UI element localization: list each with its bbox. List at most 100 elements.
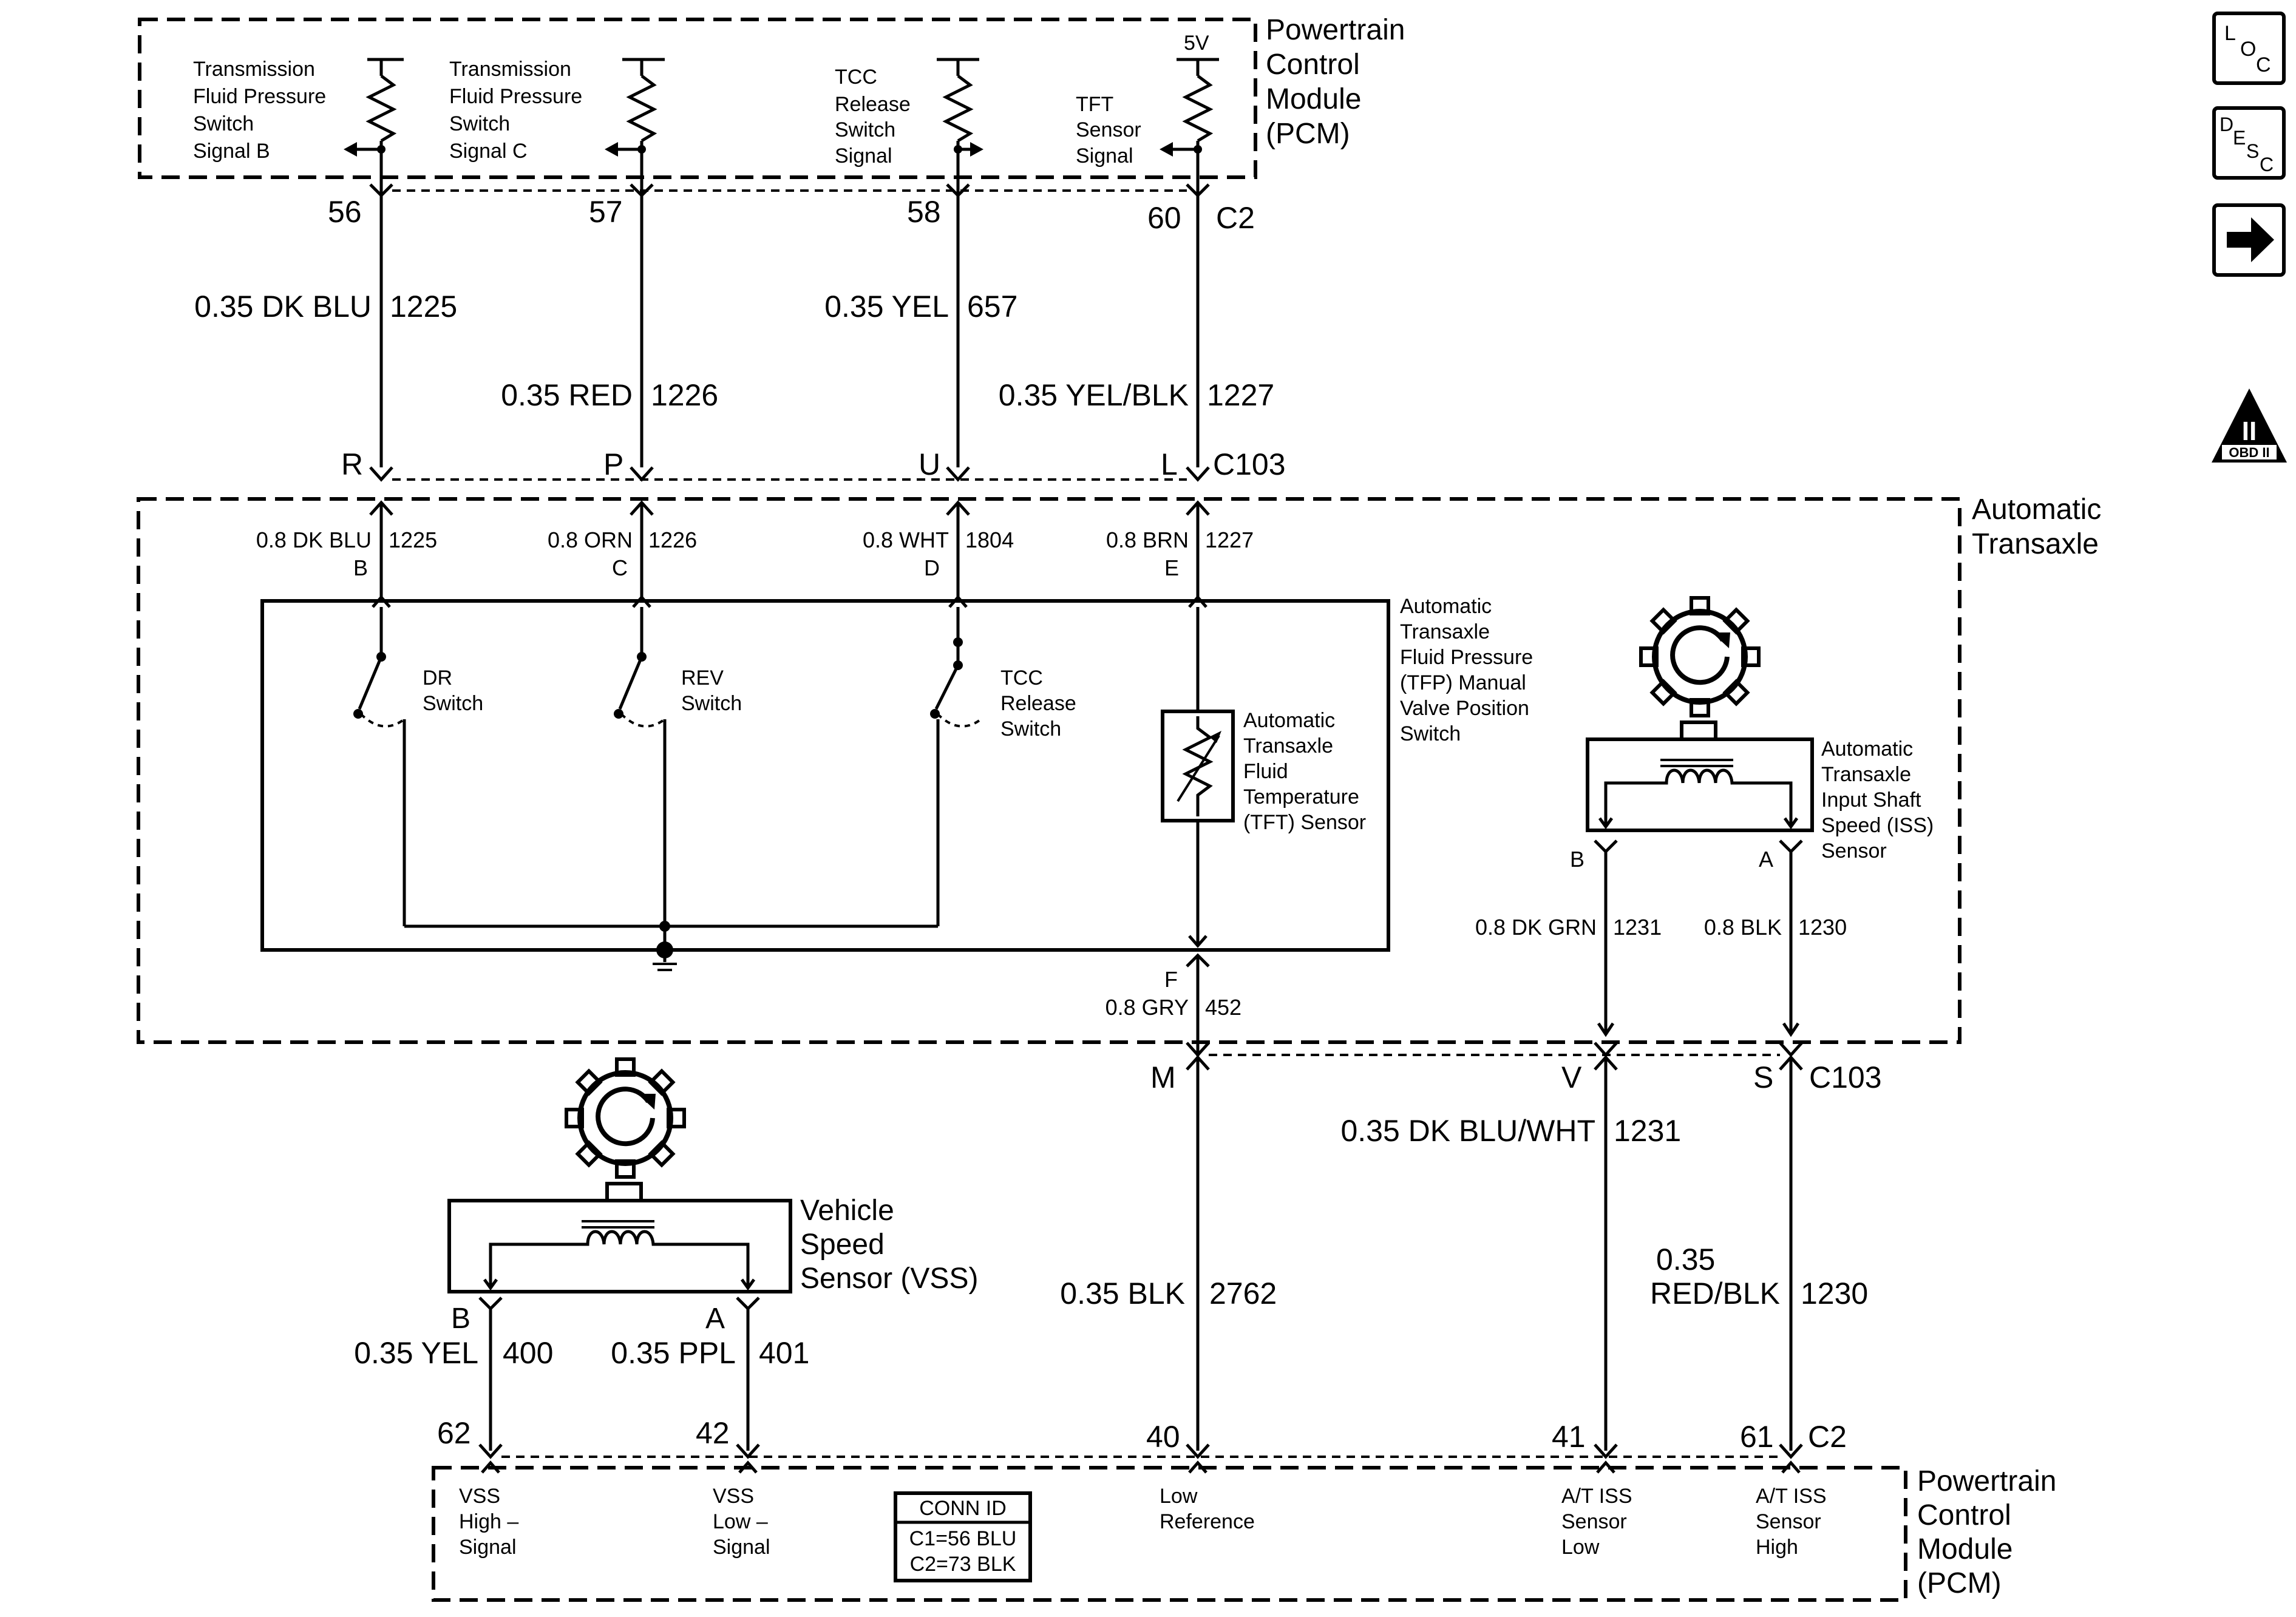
tfp-switch-assembly xyxy=(260,599,1390,952)
connector-id: C103 xyxy=(1213,447,1286,481)
signal-arrow-icon xyxy=(605,142,618,157)
iss-label-line: Speed (ISS) xyxy=(1821,814,1934,837)
vss-label-line: Speed xyxy=(800,1229,885,1261)
switch-label-line: TCC xyxy=(1000,666,1043,690)
loc-letter-l: L xyxy=(2224,22,2236,45)
iss-label-line: Sensor xyxy=(1821,839,1887,863)
signal-arrow-icon xyxy=(970,142,983,157)
harness-top: 0.35 DK BLU 1225 0.35 RED 1226 0.35 YEL … xyxy=(194,195,1274,467)
tfp-label-line: Valve Position xyxy=(1400,697,1529,720)
wire-circuit-label: 2762 xyxy=(1209,1276,1277,1310)
tft-label-line: Fluid xyxy=(1243,760,1288,783)
switch-label-line: Switch xyxy=(423,692,483,715)
input-label-line: Sensor xyxy=(1076,118,1141,141)
pin-label: U xyxy=(919,447,940,481)
pullup-resistor xyxy=(365,75,397,143)
input-label-line: TCC xyxy=(835,66,877,89)
pin-label: A xyxy=(705,1303,725,1335)
connector-id: C2 xyxy=(1216,201,1255,235)
next-button[interactable] xyxy=(2212,203,2286,277)
input-label-line: VSS xyxy=(713,1485,754,1508)
input-label-line: A/T ISS xyxy=(1756,1485,1827,1508)
connector-id: C103 xyxy=(1809,1060,1882,1094)
pin-label: 42 xyxy=(696,1416,730,1450)
input-label-line: Release xyxy=(835,93,911,116)
connector-c2-bottom: 62 42 40 41 61 C2 xyxy=(437,1416,1847,1459)
input-label-line: Reference xyxy=(1160,1510,1255,1533)
pcm-bottom-title-line1: Powertrain xyxy=(1917,1465,2056,1497)
pin-label: 58 xyxy=(907,195,941,229)
pin-label: 60 xyxy=(1147,201,1181,235)
pcm-top-title-line4: (PCM) xyxy=(1266,118,1350,150)
pin-label: C xyxy=(612,555,628,580)
wire-circuit-label: 1804 xyxy=(965,527,1014,552)
pcm-top-input-tcc: TCC Release Switch Signal xyxy=(835,58,983,182)
pin-label: P xyxy=(603,447,623,481)
switch-label-line: REV xyxy=(681,666,724,690)
input-label-line: TFT xyxy=(1076,93,1113,116)
transaxle-module: Automatic Transaxle 0.8 DK BLU 1225 B 0.… xyxy=(137,493,2101,1056)
input-label-line: A/T ISS xyxy=(1561,1485,1632,1508)
vss-label-line: Sensor (VSS) xyxy=(800,1263,978,1295)
tfp-label-line: Transaxle xyxy=(1400,620,1490,643)
desc-letter-s: S xyxy=(2246,140,2259,162)
wire-circuit-label: 1231 xyxy=(1613,915,1662,940)
wire-color-label: 0.35 BLK xyxy=(1060,1276,1185,1310)
vss-label-line: Vehicle xyxy=(800,1195,894,1227)
tft-label-line: Automatic xyxy=(1243,709,1335,732)
signal-arrow-icon xyxy=(344,142,357,157)
wire-color-label: 0.35 YEL xyxy=(824,290,949,324)
wire-circuit-label: 1226 xyxy=(651,378,718,412)
wire-color-label: 0.8 DK GRN xyxy=(1475,915,1597,940)
input-label-line: Fluid Pressure xyxy=(193,85,326,108)
input-label-line: Sensor xyxy=(1561,1510,1627,1533)
input-label-line: Switch xyxy=(835,118,895,141)
wire-circuit-label: 400 xyxy=(503,1336,553,1370)
transaxle-title-line1: Automatic xyxy=(1972,493,2101,526)
obd-caption: OBD II xyxy=(2229,445,2269,460)
pcm-top-module: Powertrain Control Module (PCM) Transmis… xyxy=(138,14,1405,182)
pcm-top-title-line1: Powertrain xyxy=(1266,14,1405,46)
wire-circuit-label: 1227 xyxy=(1205,527,1254,552)
pin-label: 57 xyxy=(589,195,623,229)
iss-sensor-body xyxy=(1586,737,1814,832)
arrow-right-icon xyxy=(2227,217,2274,262)
pin-label: 62 xyxy=(437,1416,471,1450)
reluctor-gear-icon xyxy=(565,1057,686,1179)
switch-label-line: Switch xyxy=(1000,717,1061,741)
desc-letter-e: E xyxy=(2233,127,2246,149)
wire-color-label: 0.35 RED xyxy=(501,378,633,412)
input-label-line: Low – xyxy=(713,1510,768,1533)
pullup-resistor xyxy=(942,75,974,143)
pin-label: E xyxy=(1164,555,1179,580)
wire-color-label: 0.35 xyxy=(1656,1242,1715,1276)
pcm-top-input-tft: TFT Sensor Signal 5V xyxy=(1076,32,1219,182)
desc-button[interactable]: D E S C xyxy=(2212,106,2286,180)
conn-id-table: CONN ID C1=56 BLU C2=73 BLK xyxy=(894,1491,1032,1582)
wire-color-label: 0.8 DK BLU xyxy=(256,527,372,552)
loc-button[interactable]: L O C xyxy=(2212,12,2286,85)
tft-label-line: Temperature xyxy=(1243,785,1359,808)
wire-color-label: 0.35 DK BLU/WHT xyxy=(1340,1114,1595,1148)
pin-label: D xyxy=(924,555,940,580)
pcm-top-title-line2: Control xyxy=(1266,49,1360,81)
input-label-line: Signal B xyxy=(193,140,270,163)
pcm-top-input-fp-c: Transmission Fluid Pressure Switch Signa… xyxy=(449,58,665,182)
tfp-label-line: Fluid Pressure xyxy=(1400,646,1533,669)
pin-label: S xyxy=(1753,1060,1773,1094)
input-label-line: Signal xyxy=(835,144,892,168)
pin-label: 61 xyxy=(1740,1420,1774,1454)
pin-label: R xyxy=(341,447,363,481)
wire-color-label: 0.35 DK BLU xyxy=(194,290,372,324)
pin-label: B xyxy=(353,555,368,580)
pin-label: F xyxy=(1164,967,1178,992)
pcm-top-input-fp-b: Transmission Fluid Pressure Switch Signa… xyxy=(193,58,404,182)
pin-label: L xyxy=(1161,447,1178,481)
desc-letter-c: C xyxy=(2260,154,2274,175)
transaxle-title-line2: Transaxle xyxy=(1972,528,2099,560)
wire-circuit-label: 1225 xyxy=(390,290,457,324)
wire-color-label: 0.8 WHT xyxy=(863,527,949,552)
connector-c2-top: 56 57 58 60 C2 xyxy=(328,182,1255,235)
obd-ii-badge[interactable]: II OBD II xyxy=(2212,388,2287,463)
